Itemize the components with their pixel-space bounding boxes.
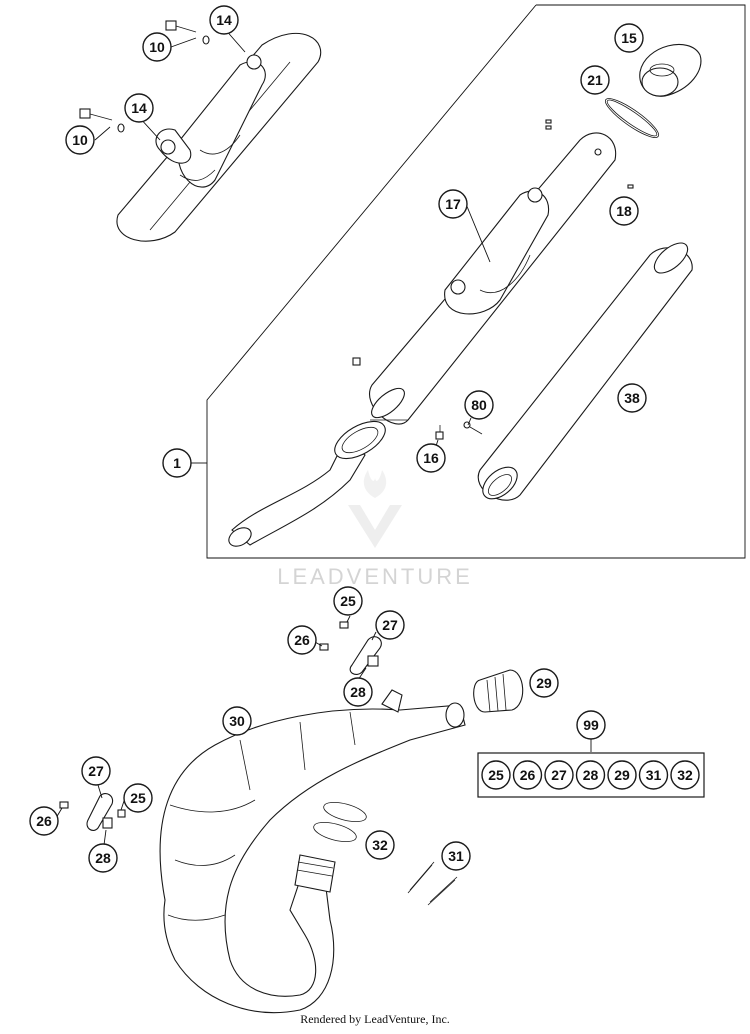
callout-26: 26 <box>29 806 59 836</box>
svg-text:28: 28 <box>95 850 111 866</box>
kit-callout-label: 29 <box>614 767 630 783</box>
svg-text:32: 32 <box>372 837 388 853</box>
callout-28: 28 <box>343 677 373 707</box>
kit-callout-28: 28 <box>575 760 606 790</box>
kit-callout-31: 31 <box>638 760 669 790</box>
svg-text:16: 16 <box>423 450 439 466</box>
washer-14-upper <box>202 35 210 45</box>
callout-32: 32 <box>365 830 395 860</box>
kit-callout-29: 29 <box>607 760 637 790</box>
end-cap-15 <box>639 44 702 97</box>
inset-silencer-clamp <box>116 32 322 242</box>
svg-text:15: 15 <box>621 30 637 46</box>
rivet-80 <box>463 421 483 435</box>
assembly-frame <box>206 4 746 559</box>
svg-text:26: 26 <box>36 813 52 829</box>
springs-31 <box>407 861 458 906</box>
footer-credit: Rendered by LeadVenture, Inc. <box>300 1012 450 1026</box>
callout-16: 16 <box>416 443 446 473</box>
callout-1: 1 <box>162 448 192 478</box>
watermark-text: LEADVENTURE <box>277 564 473 589</box>
kit-callout-label: 32 <box>677 767 693 783</box>
screw-top <box>352 357 361 366</box>
svg-text:27: 27 <box>382 617 398 633</box>
bolt-10-lower <box>79 108 113 121</box>
svg-text:21: 21 <box>587 72 603 88</box>
svg-text:31: 31 <box>448 848 464 864</box>
mount-bracket-left <box>59 793 126 831</box>
silencer-body-17 <box>369 132 617 425</box>
callout-18: 18 <box>609 196 639 226</box>
callout-15: 15 <box>614 23 644 53</box>
svg-text:80: 80 <box>471 397 487 413</box>
callout-25: 25 <box>333 586 363 616</box>
svg-text:38: 38 <box>624 390 640 406</box>
callout-31: 31 <box>441 841 471 871</box>
screw-16 <box>435 425 444 440</box>
svg-text:14: 14 <box>216 12 232 28</box>
kit-callout-label: 28 <box>583 767 599 783</box>
kit-callout-27: 27 <box>544 760 574 790</box>
svg-text:14: 14 <box>131 100 147 116</box>
svg-text:25: 25 <box>130 790 146 806</box>
inlet-pipe <box>228 419 408 547</box>
callout-27: 27 <box>375 610 405 640</box>
kit-callouts: 25 26 27 28 29 31 32 <box>481 760 700 790</box>
svg-text:99: 99 <box>583 717 599 733</box>
callout-10: 10 <box>65 125 95 155</box>
silencer-packing-38 <box>477 242 693 501</box>
svg-text:26: 26 <box>294 632 310 648</box>
kit-callout-26: 26 <box>512 760 543 790</box>
callout-80: 80 <box>464 390 494 420</box>
washer-14-lower <box>117 123 125 133</box>
svg-text:27: 27 <box>88 763 104 779</box>
o-ring-21-inner <box>606 99 658 137</box>
svg-text:10: 10 <box>149 39 165 55</box>
watermark-logo <box>348 470 402 548</box>
o-ring-21 <box>604 98 660 138</box>
svg-text:17: 17 <box>445 196 461 212</box>
svg-text:1: 1 <box>173 455 181 471</box>
exhaust-sleeve-29 <box>473 669 524 713</box>
svg-text:10: 10 <box>72 132 88 148</box>
kit-callout-32: 32 <box>670 760 700 790</box>
kit-callout-label: 25 <box>488 767 504 783</box>
svg-text:29: 29 <box>536 675 552 691</box>
callout-29: 29 <box>529 668 559 698</box>
callout-99: 99 <box>576 710 606 740</box>
mount-bracket-top <box>319 621 382 675</box>
callout-25: 25 <box>123 783 153 813</box>
callout-14: 14 <box>124 93 154 123</box>
kit-callout-25: 25 <box>481 760 511 790</box>
svg-text:30: 30 <box>229 713 245 729</box>
o-ring-32 <box>313 802 367 842</box>
callout-10: 10 <box>142 32 172 62</box>
kit-callout-label: 26 <box>520 767 536 783</box>
kit-callout-label: 27 <box>551 767 567 783</box>
callout-17: 17 <box>438 189 468 219</box>
callout-26: 26 <box>287 625 317 655</box>
svg-text:28: 28 <box>350 684 366 700</box>
svg-text:18: 18 <box>616 203 632 219</box>
callout-14: 14 <box>209 5 239 35</box>
bolt-10-upper <box>165 20 197 33</box>
kit-callout-label: 31 <box>646 767 662 783</box>
callout-30: 30 <box>222 706 252 736</box>
small-bolts-18 <box>545 119 634 189</box>
callout-38: 38 <box>617 383 647 413</box>
callout-28: 28 <box>88 843 118 873</box>
callout-21: 21 <box>580 65 610 95</box>
callout-27: 27 <box>81 756 111 786</box>
svg-text:25: 25 <box>340 593 356 609</box>
exhaust-pipe-30 <box>159 689 466 1014</box>
